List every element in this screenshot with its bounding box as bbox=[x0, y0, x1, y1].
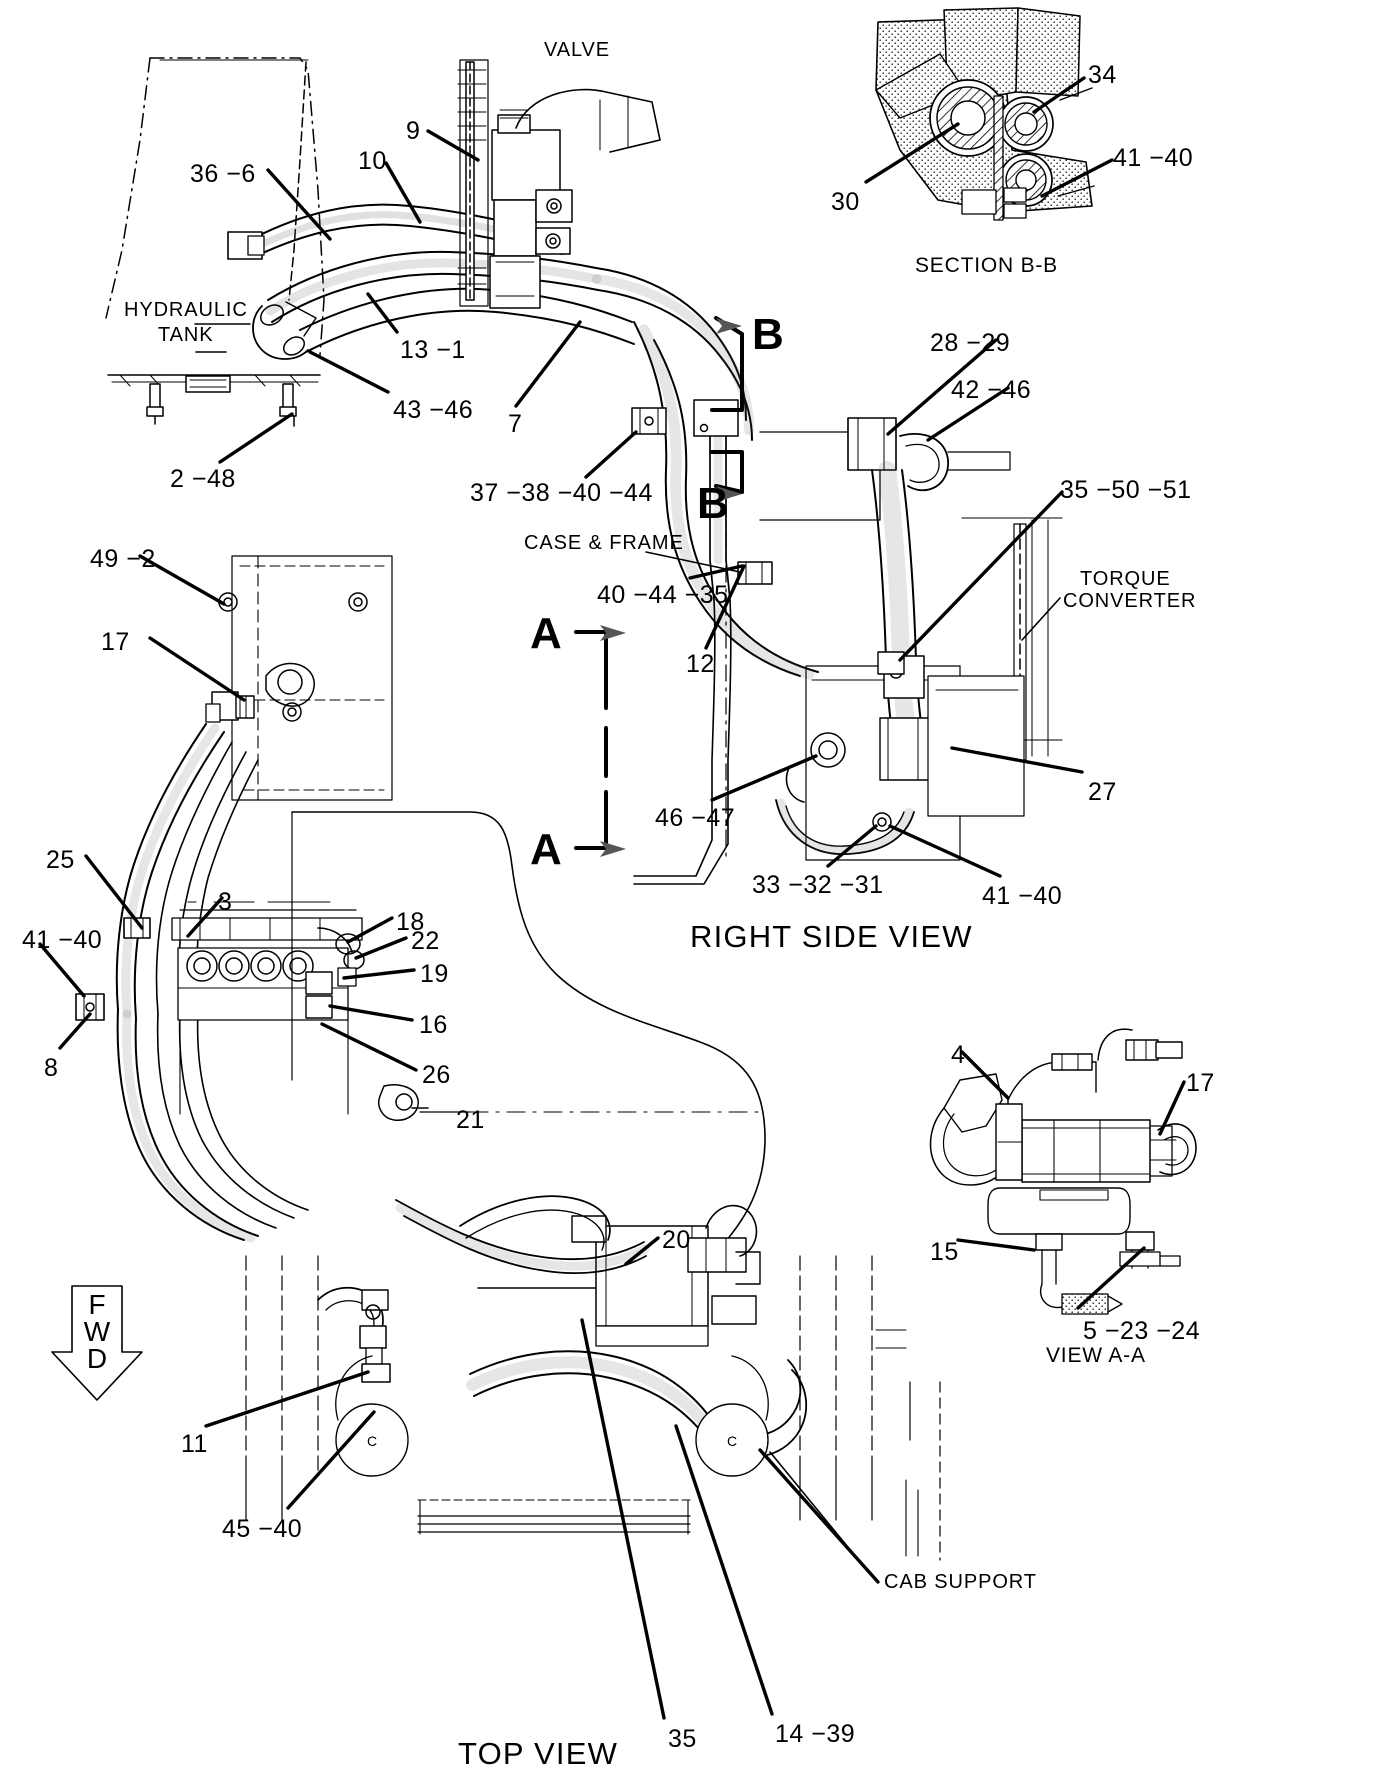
callout-c-36-6: 36 −6 bbox=[190, 160, 256, 188]
component-label-cab-support: CAB SUPPORT bbox=[884, 1571, 1037, 1593]
view-title-right-side: RIGHT SIDE VIEW bbox=[690, 919, 973, 954]
section-mark-a-top: A bbox=[530, 609, 562, 658]
callout-c-17-right: 17 bbox=[1186, 1069, 1215, 1097]
callout-c-45-40: 45 −40 bbox=[222, 1515, 303, 1543]
callout-c-41-40-bb: 41 −40 bbox=[1113, 144, 1194, 172]
callout-c-12: 12 bbox=[686, 650, 715, 678]
callout-c-42-46: 42 −46 bbox=[951, 376, 1032, 404]
view-title-top: TOP VIEW bbox=[458, 1736, 619, 1771]
valve-assembly bbox=[457, 59, 661, 309]
pump-manifold-top-view bbox=[171, 901, 761, 1121]
fwd-letter-w: W bbox=[83, 1315, 111, 1347]
component-label-case-and-frame: CASE & FRAME bbox=[524, 532, 684, 554]
callout-c-2-48: 2 −48 bbox=[170, 465, 236, 493]
component-label-hydraulic-tank-line2: TANK bbox=[158, 324, 214, 346]
callout-c-4: 4 bbox=[951, 1041, 966, 1069]
callout-c-41-40-left: 41 −40 bbox=[22, 926, 103, 954]
callout-c-40-44-35: 40 −44 −35 bbox=[597, 581, 729, 609]
callout-c-27: 27 bbox=[1088, 778, 1117, 806]
section-mark-b-top: B bbox=[752, 310, 784, 359]
callout-c-7: 7 bbox=[508, 410, 523, 438]
callout-c-16: 16 bbox=[419, 1011, 448, 1039]
section-bb-detail bbox=[875, 7, 1095, 221]
fwd-arrow-text: F W D bbox=[62, 1289, 132, 1412]
svg-text:C: C bbox=[727, 1433, 737, 1449]
svg-text:C: C bbox=[367, 1433, 377, 1449]
callout-c-17-left: 17 bbox=[101, 628, 130, 656]
callout-c-34: 34 bbox=[1088, 61, 1117, 89]
section-mark-a-bottom: A bbox=[530, 825, 562, 874]
callout-c-28-29: 28 −29 bbox=[930, 329, 1011, 357]
left-hose-bundle-top-view bbox=[75, 723, 309, 1243]
callout-c-8: 8 bbox=[44, 1054, 59, 1082]
main-hose-run-right-view bbox=[592, 267, 819, 885]
component-label-torque-converter-line2: CONVERTER bbox=[1063, 590, 1197, 612]
view-title-view-aa: VIEW A-A bbox=[1046, 1344, 1146, 1367]
callout-c-41-40-right: 41 −40 bbox=[982, 882, 1063, 910]
callout-c-30: 30 bbox=[831, 188, 860, 216]
callout-c-26: 26 bbox=[422, 1061, 451, 1089]
callout-c-37-38-40-44: 37 −38 −40 −44 bbox=[470, 479, 653, 507]
callout-c-9: 9 bbox=[406, 117, 421, 145]
fwd-arrow-shape bbox=[51, 1285, 143, 1401]
view-aa-detail bbox=[905, 1028, 1197, 1561]
section-arrowheads bbox=[600, 318, 742, 857]
callout-c-46-47: 46 −47 bbox=[655, 804, 736, 832]
callout-c-21: 21 bbox=[456, 1106, 485, 1134]
callout-c-18: 18 bbox=[396, 908, 425, 936]
fwd-letter-d: D bbox=[86, 1342, 108, 1374]
fwd-letter-f: F bbox=[88, 1289, 106, 1320]
callout-c-19: 19 bbox=[420, 960, 449, 988]
callout-c-10: 10 bbox=[358, 147, 387, 175]
torque-converter-assembly bbox=[759, 417, 1063, 861]
leader-lines-thin bbox=[194, 323, 1061, 1575]
component-label-hydraulic-tank-line1: HYDRAULIC bbox=[124, 299, 248, 321]
component-label-torque-converter-line1: TORQUE bbox=[1080, 568, 1171, 590]
callout-c-49-2: 49 −2 bbox=[90, 545, 156, 573]
callout-c-35-bottom: 35 bbox=[668, 1725, 697, 1753]
callout-c-43-46: 43 −46 bbox=[393, 396, 474, 424]
callout-c-35-50-51: 35 −50 −51 bbox=[1060, 476, 1192, 504]
hydraulic-tank-outline bbox=[105, 57, 325, 356]
leader-lines bbox=[38, 76, 1186, 1720]
view-title-section-bb: SECTION B-B bbox=[915, 254, 1058, 277]
engine-block-top-view bbox=[205, 555, 393, 801]
callout-c-22: 22 bbox=[411, 927, 440, 955]
callout-c-25: 25 bbox=[46, 846, 75, 874]
callout-c-20: 20 bbox=[662, 1226, 691, 1254]
component-label-valve: VALVE bbox=[544, 39, 611, 61]
lower-machinery-top-view: C C bbox=[245, 1195, 907, 1535]
callout-c-11: 11 bbox=[181, 1430, 208, 1458]
callout-c-14-39: 14 −39 bbox=[775, 1720, 856, 1748]
callout-c-13-1: 13 −1 bbox=[400, 336, 466, 364]
callout-c-5-23-24: 5 −23 −24 bbox=[1083, 1317, 1201, 1345]
section-mark-b-bottom: B bbox=[697, 479, 729, 528]
callout-c-3: 3 bbox=[218, 888, 233, 916]
callout-c-33-32-31: 33 −32 −31 bbox=[752, 871, 884, 899]
callout-c-15: 15 bbox=[930, 1238, 959, 1266]
